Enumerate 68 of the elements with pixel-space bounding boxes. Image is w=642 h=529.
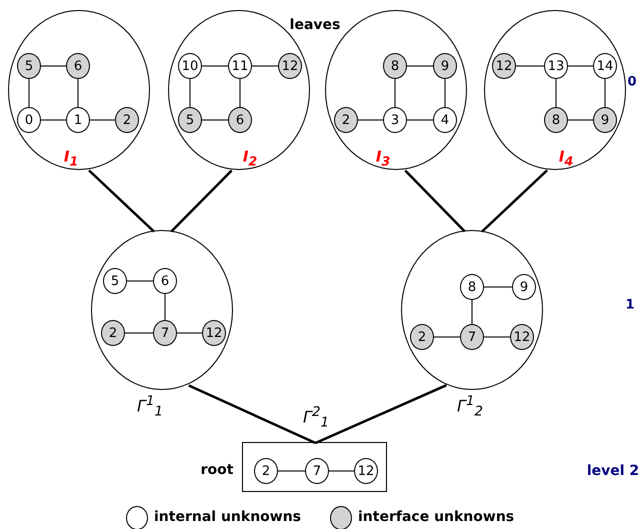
interface-vertex: 12 (278, 53, 302, 79)
graph-edge (278, 470, 306, 472)
subdomain-circle (8, 10, 150, 170)
interface-vertex: 8 (383, 53, 407, 79)
interface-vertex: 12 (510, 324, 534, 350)
tree-edge (188, 384, 316, 444)
internal-vertex: 6 (153, 268, 177, 294)
subdomain-label: I$_{4}$ (558, 148, 574, 168)
graph-edge (444, 78, 446, 108)
interface-vertex: 9 (433, 53, 457, 79)
internal-vertex: 14 (593, 53, 617, 79)
subdomain-label: I$_{1}$ (64, 148, 78, 168)
tree-edge (404, 170, 466, 232)
interface-vertex: 5 (17, 53, 41, 79)
interface-vertex: 12 (202, 320, 226, 346)
interface-vertex: 2 (115, 107, 139, 133)
interface-vertex: 5 (178, 107, 202, 133)
interface-vertex: 2 (410, 324, 434, 350)
tree-edge (170, 170, 233, 232)
root-box (242, 442, 387, 492)
internal-vertex: 7 (305, 458, 329, 484)
internal-vertex: 2 (254, 458, 278, 484)
internal-vertex: 8 (460, 274, 484, 300)
graph-edge (126, 280, 154, 282)
interface-vertex: 2 (101, 320, 125, 346)
internal-vertex: 5 (103, 268, 127, 294)
tree-edge (481, 169, 548, 233)
graph-edge (28, 78, 30, 108)
subdomain-circle (401, 230, 543, 390)
tree-edge (88, 169, 155, 233)
interface-vertex: 6 (228, 107, 252, 133)
subdomain-label: I$_{2}$ (242, 148, 258, 168)
internal-vertex: 1 (66, 107, 90, 133)
graph-edge (394, 78, 396, 108)
subdomain-label: I$_{3}$ (376, 148, 390, 168)
internal-vertex: 11 (228, 53, 252, 79)
graph-edge (484, 336, 510, 338)
interface-vertex: 8 (544, 107, 568, 133)
level-number: level 2 (586, 463, 640, 479)
internal-vertex: 10 (178, 53, 202, 79)
graph-edge (328, 470, 354, 472)
legend-label: internal unknowns (154, 509, 302, 525)
graph-edge (176, 332, 202, 334)
level-number: 0 (627, 74, 637, 90)
internal-vertex: 4 (433, 107, 457, 133)
graph-edge (434, 336, 460, 338)
interface-vertex: 7 (153, 320, 177, 346)
graph-edge (484, 286, 512, 288)
graph-edge (604, 78, 606, 108)
internal-vertex: 9 (512, 274, 536, 300)
tree-edge (315, 384, 447, 444)
subdomain-circle (91, 230, 233, 390)
interface-vertex: 2 (334, 107, 358, 133)
graph-edge (164, 294, 166, 320)
level-number: 1 (625, 298, 635, 312)
internal-vertex: 3 (383, 107, 407, 133)
graph-edge (124, 332, 154, 334)
interface-vertex: 12 (492, 53, 516, 79)
internal-vertex: 12 (354, 458, 378, 484)
level-caption: leaves (290, 17, 340, 33)
internal-vertex: 13 (544, 53, 568, 79)
interface-vertex: 6 (66, 53, 90, 79)
internal-vertex: 0 (17, 107, 41, 133)
interface-vertex: 9 (593, 107, 617, 133)
legend-label: interface unknowns (358, 509, 514, 525)
subdomain-circle (484, 10, 626, 170)
interface-vertex: 7 (460, 324, 484, 350)
root-label: root (200, 462, 234, 478)
